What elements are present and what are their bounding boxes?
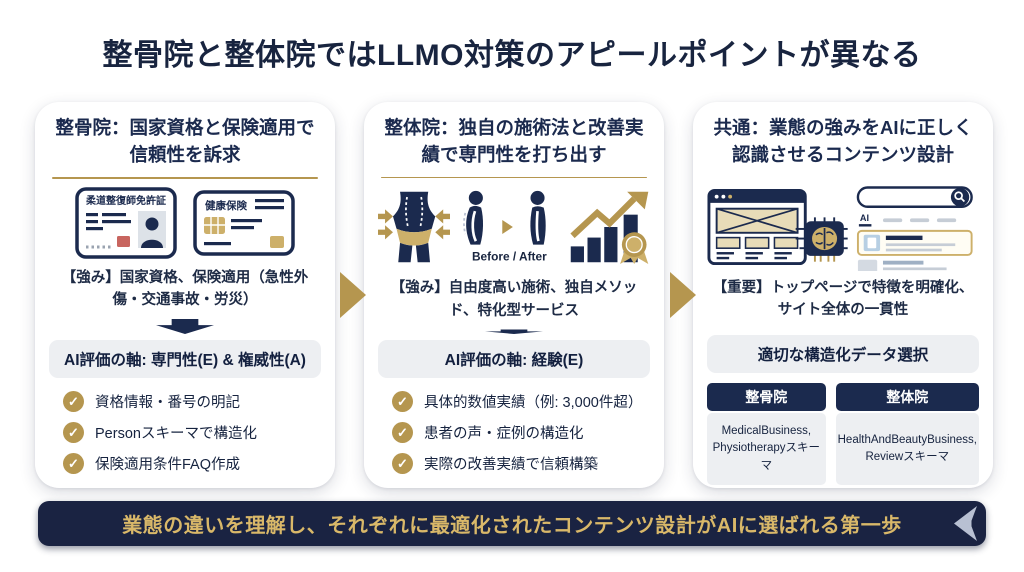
check-icon: ✓ (392, 422, 413, 443)
checklist-item: ✓ 具体的数値実績（例: 3,000件超） (392, 391, 648, 412)
checklist-item: ✓ 保険適用条件FAQ作成 (63, 453, 319, 474)
strength-text: 【強み】自由度高い施術、独自メソッド、特化型サービス (390, 280, 638, 319)
card-title: 共通：業態の強みをAIに正しく認識させるコンテンツ設計 (713, 117, 973, 165)
card-seikotsuin: 整骨院：国家資格と保険適用で信頼性を訴求 柔道整復師免許証 (35, 102, 335, 488)
checklist-label: 実際の改善実績で信頼構築 (424, 457, 598, 473)
before-after-label: Before / After (472, 250, 547, 264)
card-seitaiin: 整体院：独自の施術法と改善実績で専門性を打ち出す (364, 102, 664, 488)
page-title: 整骨院と整体院ではLLMO対策のアピールポイントが異なる (102, 39, 922, 72)
left-arrow-icon (954, 506, 977, 541)
before-after-icon: Before / After (463, 191, 547, 264)
footer-banner-text: 業態の違いを理解し、それぞれに最適化されたコンテンツ設計がAIに選ばれる第一歩 (122, 515, 902, 537)
card-illustrations: Before / After (378, 185, 650, 269)
check-icon: ✓ (63, 422, 84, 443)
strength-text: 【強み】国家資格、保険適用（急性外傷・交通事故・労災） (61, 269, 309, 309)
checklist-label: 保険適用条件FAQ作成 (95, 457, 241, 473)
checklist-label: 患者の声・症例の構造化 (424, 426, 584, 442)
insurance-label: 健康保険 (205, 199, 247, 212)
check-icon: ✓ (63, 391, 84, 412)
schema-header: 整体院 (835, 383, 979, 411)
check-icon: ✓ (392, 453, 413, 474)
card-common: 共通：業態の強みをAIに正しく認識させるコンテンツ設計 (693, 102, 993, 488)
website-ai-chip-icon (707, 188, 848, 266)
schema-body: MedicalBusiness, Physiotherapyスキーマ (707, 413, 826, 485)
growth-chart-icon (570, 192, 649, 265)
license-card-icon: 柔道整復師免許証 (75, 186, 177, 259)
schema-body: HealthAndBeautyBusiness, Reviewスキーマ (835, 413, 979, 485)
ai-search-results-icon: AI (856, 186, 973, 271)
checklist: ✓ 具体的数値実績（例: 3,000件超） ✓ 患者の声・症例の構造化 ✓ 実際… (392, 391, 648, 474)
card-illustrations: AI (707, 185, 979, 271)
schema-box-seitaiin: 整体院 HealthAndBeautyBusiness, Reviewスキーマ (835, 383, 979, 485)
check-icon: ✓ (392, 391, 413, 412)
gold-divider (52, 177, 318, 179)
ai-axis-pill: AI評価の軸: 専門性(E) & 権威性(A) (49, 340, 321, 378)
check-icon: ✓ (63, 453, 84, 474)
cards-row: 整骨院：国家資格と保険適用で信頼性を訴求 柔道整復師免許証 (35, 102, 993, 488)
checklist-label: 資格情報・番号の明記 (95, 395, 240, 411)
strength-text: 【重要】トップページで特徴を明確化、サイト全体の一貫性 (712, 280, 974, 319)
card-illustrations: 柔道整復師免許証 健康保険 (49, 186, 321, 259)
checklist-item: ✓ 実際の改善実績で信頼構築 (392, 453, 648, 474)
license-label: 柔道整復師免許証 (85, 194, 166, 207)
ai-axis-pill: AI評価の軸: 経験(E) (378, 340, 650, 378)
checklist-item: ✓ 資格情報・番号の明記 (63, 391, 319, 412)
checklist-item: ✓ 患者の声・症例の構造化 (392, 422, 648, 443)
schema-header: 整骨院 (707, 383, 826, 411)
down-arrow-icon (156, 318, 214, 334)
checklist-label: Personスキーマで構造化 (95, 426, 257, 442)
ai-tab-label: AI (860, 213, 869, 223)
insurance-card-icon: 健康保険 (193, 189, 295, 256)
schema-box-seikotsuin: 整骨院 MedicalBusiness, Physiotherapyスキーマ (707, 383, 826, 485)
footer-banner: 業態の違いを理解し、それぞれに最適化されたコンテンツ設計がAIに選ばれる第一歩 (38, 501, 986, 546)
checklist-item: ✓ Personスキーマで構造化 (63, 422, 319, 443)
checklist: ✓ 資格情報・番号の明記 ✓ Personスキーマで構造化 ✓ 保険適用条件FA… (63, 391, 319, 474)
down-arrow-icon (485, 329, 543, 334)
schema-row: 整骨院 MedicalBusiness, Physiotherapyスキーマ 整… (707, 383, 979, 485)
card-title: 整骨院：国家資格と保険適用で信頼性を訴求 (55, 117, 315, 165)
checklist-label: 具体的数値実績（例: 3,000件超） (424, 395, 643, 411)
torso-adjust-icon (378, 192, 451, 263)
card-title: 整体院：独自の施術法と改善実績で専門性を打ち出す (384, 117, 644, 165)
structured-data-pill: 適切な構造化データ選択 (707, 335, 979, 373)
